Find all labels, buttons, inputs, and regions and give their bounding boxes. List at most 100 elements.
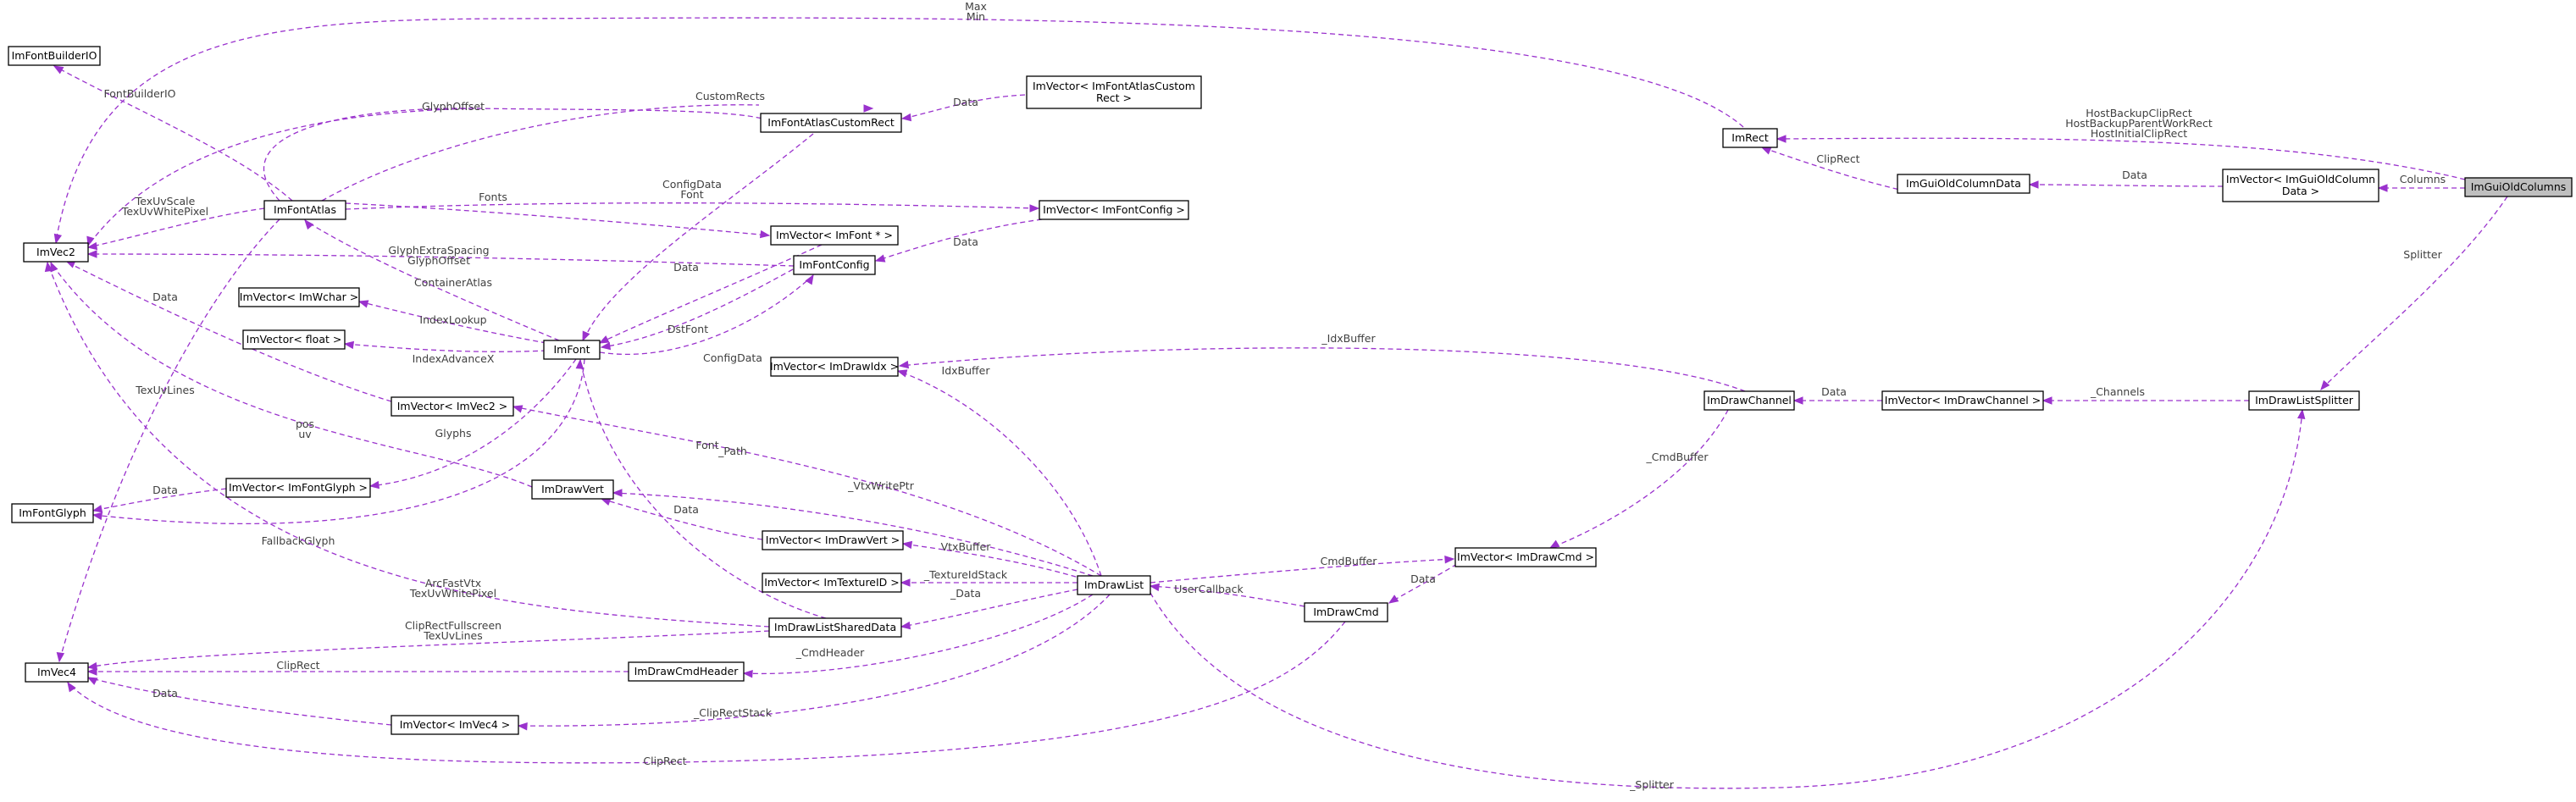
class-node-vec-imwchar[interactable]: ImVector< ImWchar > — [238, 287, 360, 307]
edge-line — [1150, 409, 2303, 789]
edge-line — [1150, 585, 1305, 607]
node-label: ImVector< ImFont * > — [776, 229, 893, 241]
edge-customrects: CustomRects — [321, 90, 874, 202]
class-node-imfontatlas[interactable]: ImFontAtlas — [263, 200, 346, 220]
edge-label: TexUvWhitePixel — [409, 587, 496, 600]
edge-indexadvancex: IndexAdvanceX — [343, 340, 547, 365]
edge-cliprect-cmd: ClipRect — [67, 621, 1346, 767]
class-node-imfontbuilderio[interactable]: ImFontBuilderIO — [8, 46, 101, 66]
class-node-imfontconfig[interactable]: ImFontConfig — [793, 255, 876, 275]
class-node-imdrawlist[interactable]: ImDrawList — [1077, 575, 1151, 595]
class-node-vec-imguioldcolumndata[interactable]: ImVector< ImGuiOldColumnData > — [2222, 169, 2379, 202]
arrow-head-icon — [91, 512, 103, 521]
node-box — [1703, 390, 1795, 411]
arrow-head-icon — [863, 104, 874, 113]
class-node-imguioldcolumns[interactable]: ImGuiOldColumns — [2464, 177, 2573, 197]
class-node-imdrawcmd[interactable]: ImDrawCmd — [1304, 602, 1388, 622]
class-node-imfontglyph[interactable]: ImFontGlyph — [11, 503, 94, 523]
edge-label: Max — [965, 0, 987, 13]
edge-line — [2320, 196, 2508, 390]
edge-label: _VtxWritePtr — [847, 479, 915, 492]
edge-line — [1150, 558, 1454, 584]
edge-line — [47, 262, 770, 628]
edge-label: TexUvLines — [135, 384, 195, 396]
edge-configdata: ConfigData — [345, 178, 1040, 213]
arrow-head-icon — [86, 677, 98, 685]
class-node-vec-float[interactable]: ImVector< float > — [242, 329, 346, 350]
node-label: ImGuiOldColumnData — [1906, 177, 2021, 190]
class-node-vec-imdrawchannel[interactable]: ImVector< ImDrawChannel > — [1881, 390, 2044, 411]
node-box — [242, 329, 346, 350]
node-box — [543, 340, 601, 360]
class-node-imfontatlascustomrect[interactable]: ImFontAtlasCustomRect — [760, 113, 902, 133]
edge-fallbackglyph: FallbackGlyph — [91, 358, 585, 547]
edge-dstfont: DstFont — [600, 268, 794, 351]
class-node-imdrawcmdheader[interactable]: ImDrawCmdHeader — [628, 661, 745, 682]
class-node-vec-imfontglyph[interactable]: ImVector< ImFontGlyph > — [225, 478, 371, 498]
arrow-head-icon — [53, 65, 64, 75]
class-node-imdrawlistshareddata[interactable]: ImDrawListSharedData — [768, 617, 902, 638]
node-box — [628, 661, 745, 682]
edge-label: GlyphOffset — [407, 254, 470, 267]
edge-label: UserCallback — [1174, 583, 1244, 595]
class-node-imdrawlistsplitter[interactable]: ImDrawListSplitter — [2248, 390, 2360, 411]
class-node-vec-imdrawidx[interactable]: ImVector< ImDrawIdx > — [770, 357, 899, 377]
node-label: ImVector< ImTextureID > — [764, 576, 900, 589]
node-label: ImVector< ImDrawChannel > — [1885, 394, 2041, 407]
class-node-imdrawvert[interactable]: ImDrawVert — [531, 479, 614, 500]
class-node-vec-imtextureid[interactable]: ImVector< ImTextureID > — [762, 572, 902, 593]
arrow-head-icon — [759, 230, 771, 239]
class-node-imvec2[interactable]: ImVec2 — [23, 242, 89, 263]
arrow-head-icon — [1548, 539, 1560, 549]
edge-line — [897, 370, 1102, 577]
edge-label: _IdxBuffer — [1321, 332, 1376, 345]
class-node-imvec4[interactable]: ImVec4 — [25, 662, 89, 683]
node-box — [1039, 200, 1189, 220]
class-node-vec-imvec2[interactable]: ImVector< ImVec2 > — [391, 396, 514, 417]
edge-data-vec-fontconfig: Data — [874, 218, 1043, 263]
edge-label: TexUvWhitePixel — [121, 205, 208, 218]
node-label: ImDrawVert — [541, 483, 604, 495]
arrow-head-icon — [1149, 583, 1161, 592]
node-label: ImFontBuilderIO — [12, 49, 97, 62]
node-label: ImVec4 — [37, 666, 76, 678]
class-node-vec-imfontconfig[interactable]: ImVector< ImFontConfig > — [1039, 200, 1189, 220]
arrow-head-icon — [343, 340, 355, 350]
class-node-imrect[interactable]: ImRect — [1722, 128, 1778, 148]
edge-label: Data — [953, 96, 978, 108]
arrow-head-icon — [582, 330, 590, 342]
class-node-vec-imdrawvert[interactable]: ImVector< ImDrawVert > — [762, 530, 904, 550]
arrow-head-icon — [742, 670, 753, 678]
edge-line — [358, 301, 547, 344]
node-box — [238, 287, 360, 307]
edge-label: GlyphExtraSpacing — [388, 244, 489, 257]
edge-line — [518, 594, 1111, 727]
class-node-vec-imfontptr[interactable]: ImVector< ImFont * > — [770, 225, 899, 246]
class-node-vec-imdrawcmd[interactable]: ImVector< ImDrawCmd > — [1454, 547, 1597, 567]
class-node-imguioldcolumndata[interactable]: ImGuiOldColumnData — [1897, 174, 2030, 194]
edge-line — [67, 621, 1346, 764]
node-box — [762, 572, 902, 593]
edge-vtxwriteptr: _VtxWritePtr — [612, 479, 1094, 577]
edge-label: _Splitter — [1629, 778, 1675, 791]
edge-cmdheader: _CmdHeader — [742, 594, 1094, 678]
class-node-vec-imfontatlascustomrect[interactable]: ImVector< ImFontAtlasCustomRect > — [1026, 75, 1202, 109]
edge-data-vec4: Data — [86, 677, 392, 726]
node-label: ImDrawListSharedData — [774, 621, 896, 633]
node-box — [2222, 169, 2379, 202]
arrow-head-icon — [900, 621, 911, 630]
edge-idxbuffer-ch: _IdxBuffer — [898, 332, 1746, 392]
node-box — [793, 255, 876, 275]
edge-label: Splitter — [2403, 248, 2442, 261]
arrow-head-icon — [900, 578, 911, 587]
class-node-imdrawchannel[interactable]: ImDrawChannel — [1703, 390, 1795, 411]
arrow-head-icon — [1388, 595, 1399, 604]
edge-line — [899, 347, 1746, 392]
node-box — [770, 225, 899, 246]
edge-label: ContainerAtlas — [414, 276, 492, 289]
arrow-head-icon — [304, 218, 314, 230]
class-node-vec-imvec4[interactable]: ImVector< ImVec4 > — [391, 715, 519, 735]
class-node-imfont[interactable]: ImFont — [543, 340, 601, 360]
